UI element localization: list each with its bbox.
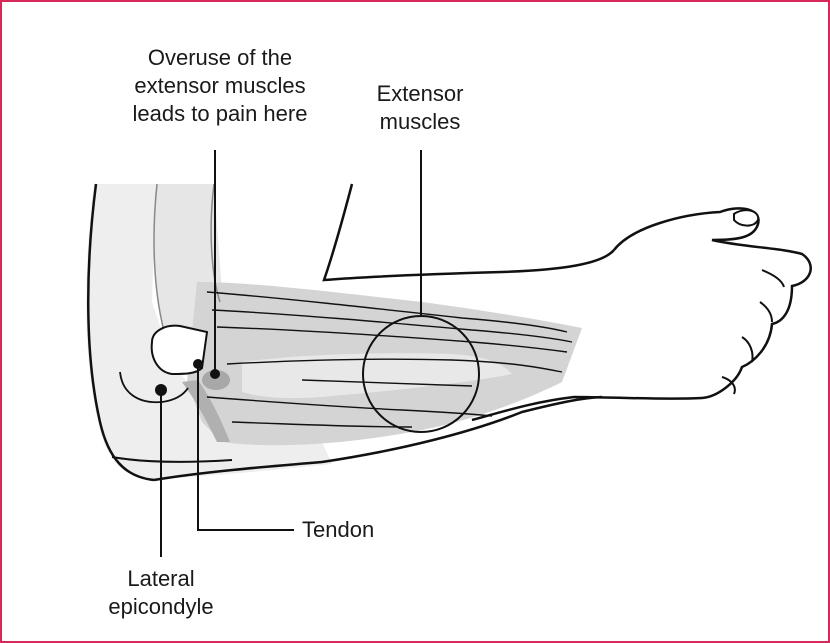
lateral-epicondyle-label: Lateral epicondyle xyxy=(96,565,226,621)
tendon-leader-dot xyxy=(193,359,203,369)
extensor-label-line-1: Extensor xyxy=(350,80,490,108)
pain-leader-dot xyxy=(210,369,220,379)
pain-label-line-2: extensor muscles xyxy=(110,72,330,100)
pain-label-line-1: Overuse of the xyxy=(110,44,330,72)
pain-area-label: Overuse of the extensor muscles leads to… xyxy=(110,44,330,128)
epicondyle-leader-dot xyxy=(155,384,167,396)
pain-label-line-3: leads to pain here xyxy=(110,100,330,128)
epicondyle-label-line-1: Lateral xyxy=(96,565,226,593)
thumbnail-shape xyxy=(734,210,758,225)
finger-creases xyxy=(722,270,784,394)
tendon-label-text: Tendon xyxy=(302,517,374,542)
extensor-label-line-2: muscles xyxy=(350,108,490,136)
extensor-muscles-label: Extensor muscles xyxy=(350,80,490,136)
epicondyle-label-line-2: epicondyle xyxy=(96,593,226,621)
tendon-label: Tendon xyxy=(302,516,374,544)
forearm-top-outline xyxy=(324,184,614,280)
